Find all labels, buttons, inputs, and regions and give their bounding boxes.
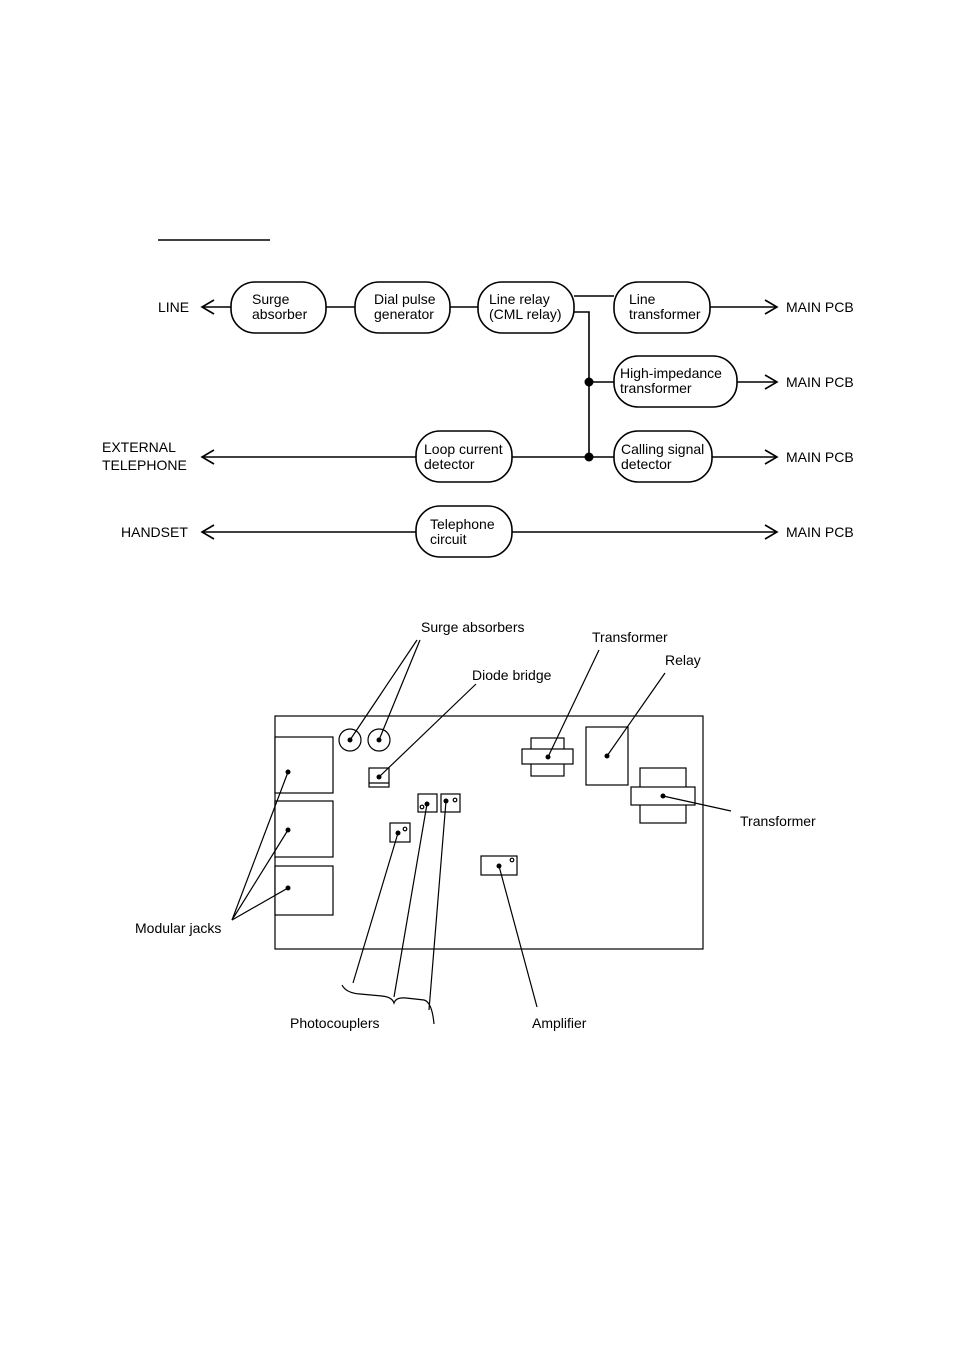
endpoint-line-label: LINE [158, 299, 189, 315]
modular-jack [274, 736, 334, 794]
block-label: circuit [430, 531, 467, 547]
arrow-main-3 [764, 449, 779, 465]
endpoint-main-pcb-label: MAIN PCB [786, 299, 854, 315]
arrow-main-2 [764, 374, 779, 390]
callout-amplifier: Amplifier [532, 1015, 587, 1031]
block-line-relay: Line relay (CML relay) [477, 281, 575, 334]
block-label: transformer [620, 380, 692, 396]
pcb-outline [274, 715, 704, 950]
block-label: Loop current [424, 441, 503, 457]
arrow-main-4 [764, 524, 779, 540]
endpoint-external-label: EXTERNAL [102, 439, 176, 455]
leader-line [378, 683, 477, 778]
block-calling-signal-detector: Calling signal detector [613, 430, 713, 483]
block-label: High-impedance [620, 365, 722, 381]
leader-line [352, 832, 399, 984]
endpoint-main-pcb-label: MAIN PCB [786, 524, 854, 540]
callout-modular-jacks: Modular jacks [135, 920, 221, 936]
arrow-line [200, 299, 215, 315]
leader-line [393, 803, 428, 998]
endpoint-handset-label: HANDSET [121, 524, 188, 540]
pin-marker [509, 857, 515, 863]
block-dial-pulse-generator: Dial pulse generator [354, 281, 451, 334]
leader-line [378, 639, 421, 741]
leader-line [231, 771, 289, 921]
arrow-main-1 [764, 299, 779, 315]
callout-diode-bridge: Diode bridge [472, 667, 552, 683]
block-label: (CML relay) [489, 306, 562, 322]
leader-dots [285, 737, 666, 891]
block-label: transformer [629, 306, 701, 322]
block-label: generator [374, 306, 434, 322]
junction-dot [584, 377, 594, 387]
endpoint-main-pcb-label: MAIN PCB [786, 449, 854, 465]
leader-line [606, 672, 666, 757]
leader-line [231, 829, 289, 921]
callout-transformer-right: Transformer [740, 813, 816, 829]
leader-line [349, 639, 418, 741]
arrow-handset [200, 524, 215, 540]
callout-photocouplers: Photocouplers [290, 1015, 380, 1031]
block-label: Dial pulse [374, 291, 436, 307]
block-label: Line [629, 291, 656, 307]
leader-line [231, 887, 289, 921]
leader-line [498, 865, 538, 1008]
callout-transformer-top: Transformer [592, 629, 668, 645]
block-line-transformer: Line transformer [613, 281, 711, 334]
wire-relay-bus [574, 311, 590, 457]
block-label: Line relay [489, 291, 550, 307]
endpoint-telephone-label: TELEPHONE [102, 457, 187, 473]
callout-surge-absorbers: Surge absorbers [421, 619, 525, 635]
block-label: detector [621, 456, 672, 472]
board-layout: Surge absorbers Diode bridge Transformer… [135, 619, 816, 1031]
pin-marker [402, 826, 408, 832]
block-surge-absorber: Surge absorber [230, 281, 327, 334]
block-telephone-circuit: Telephone circuit [415, 505, 513, 558]
block-loop-current-detector: Loop current detector [415, 430, 513, 483]
block-label: Telephone [430, 516, 495, 532]
arrow-ext [200, 449, 215, 465]
modular-jack [274, 800, 334, 858]
leader-line [428, 800, 447, 1011]
block-label: Surge [252, 291, 290, 307]
block-label: absorber [252, 306, 308, 322]
photocoupler-brace [341, 984, 435, 1025]
photocoupler-component [440, 793, 461, 813]
endpoint-main-pcb-label: MAIN PCB [786, 374, 854, 390]
block-high-impedance-transformer: High-impedance transformer [613, 355, 738, 408]
block-label: detector [424, 456, 475, 472]
leader-line [547, 649, 600, 758]
pin-marker [419, 804, 425, 810]
callout-relay: Relay [665, 652, 701, 668]
block-label: Calling signal [621, 441, 704, 457]
leader-line [662, 795, 732, 812]
block-diagram: Surge absorber Dial pulse generator Line… [102, 281, 854, 558]
pin-marker [452, 797, 458, 803]
junction-dot [584, 452, 594, 462]
